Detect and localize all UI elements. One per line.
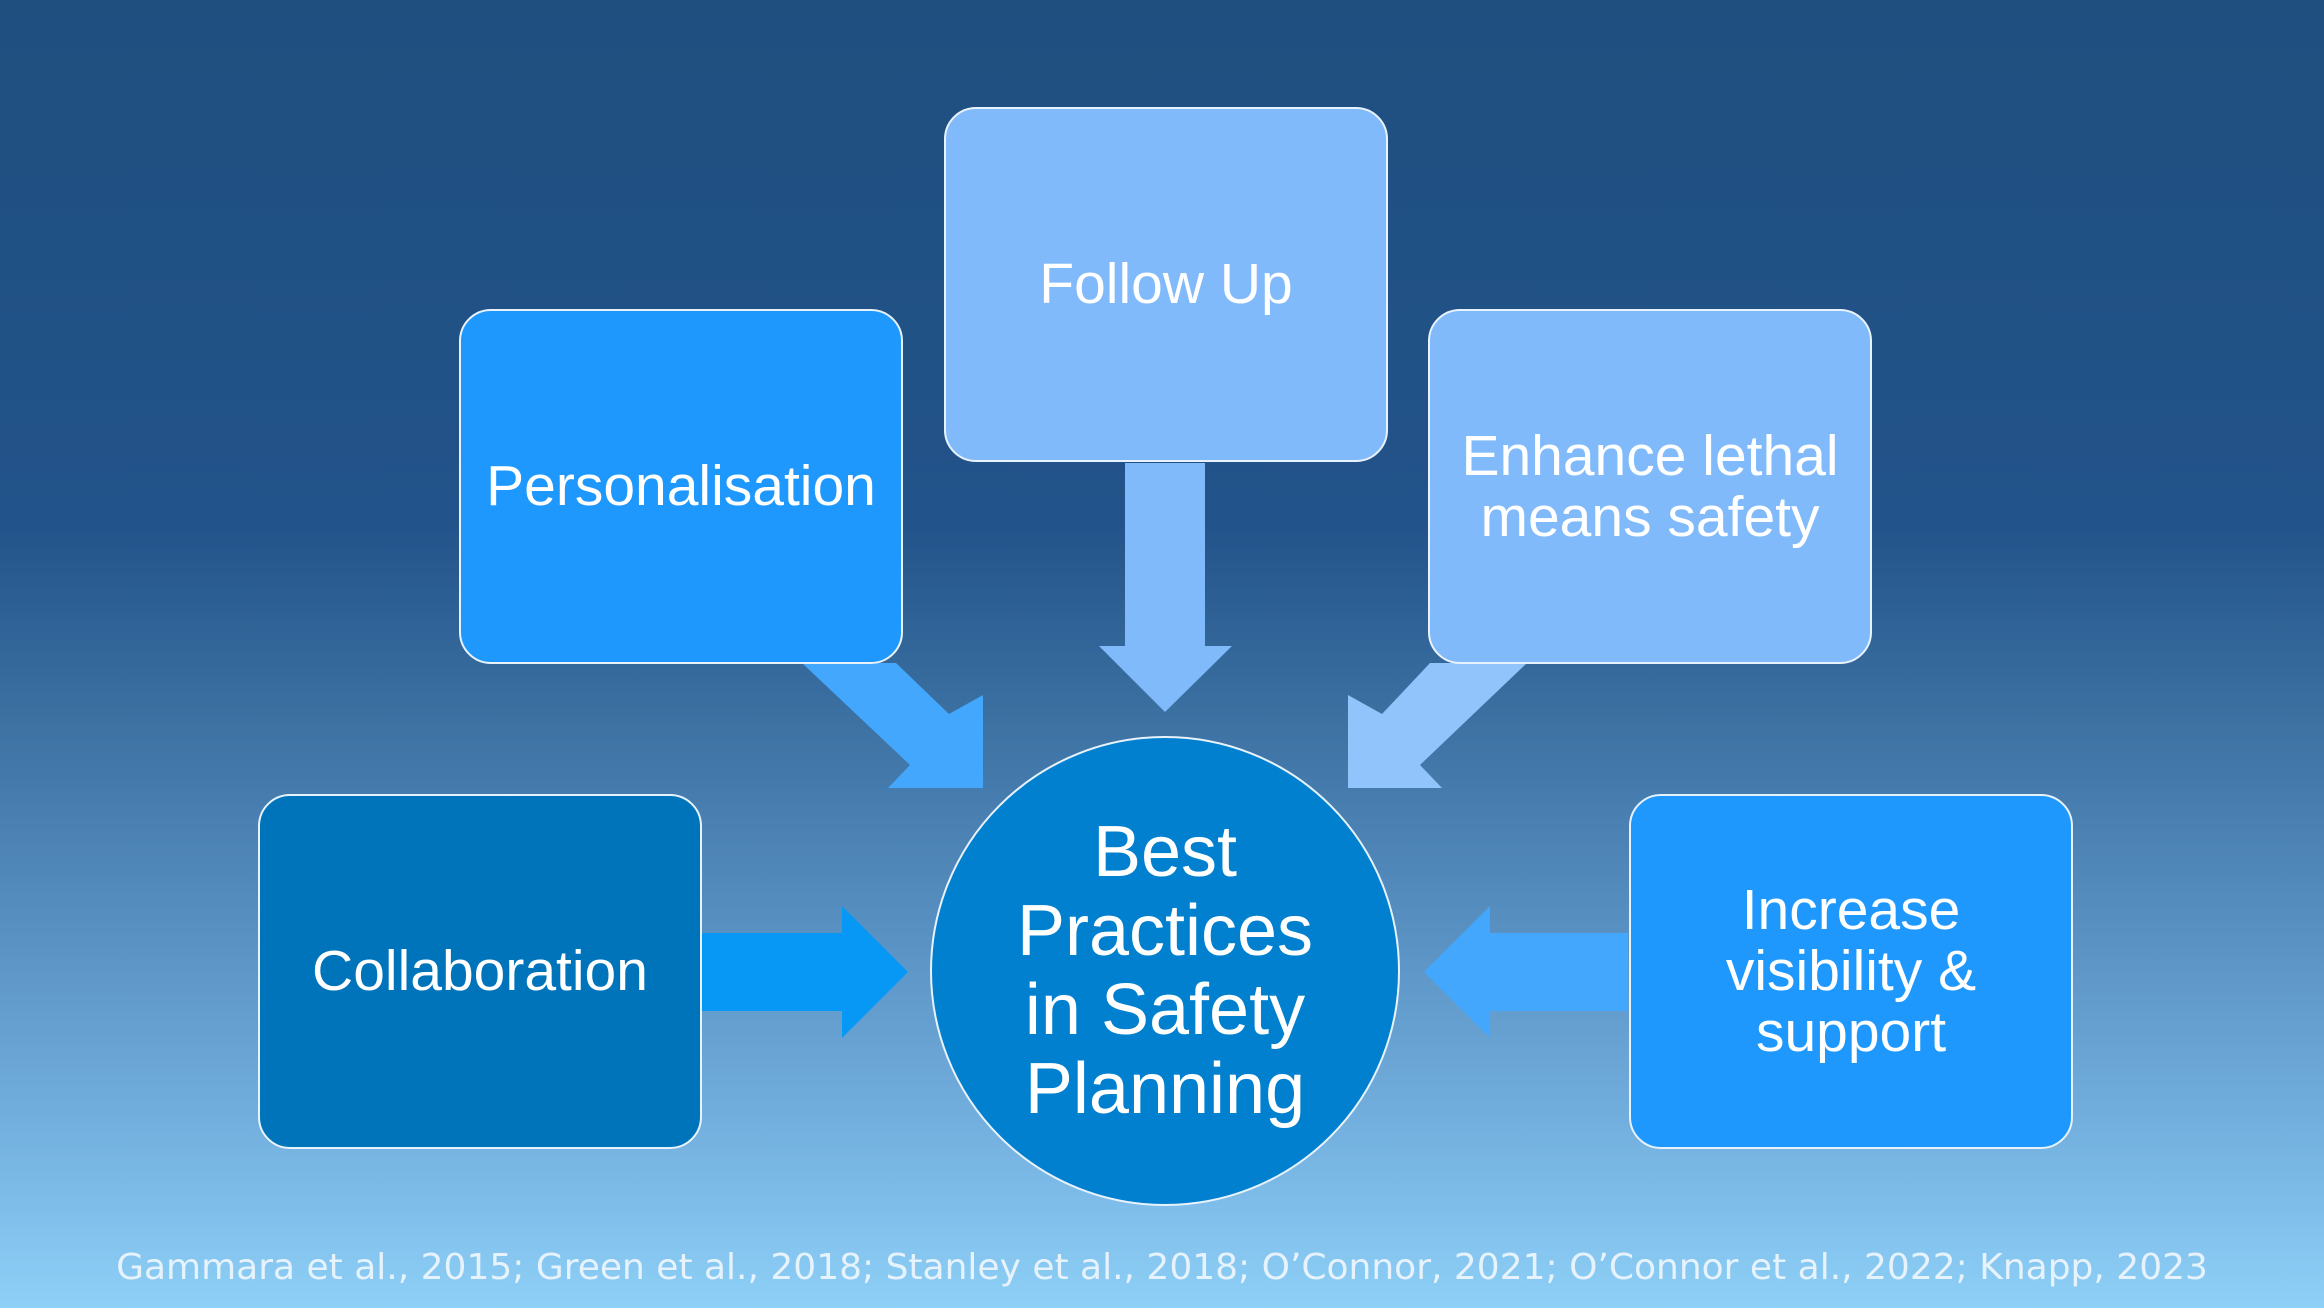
arrow-visibility [1424, 906, 1628, 1038]
arrow-follow-up [1099, 463, 1232, 712]
node-enhance-lethal-means-safety: Enhance lethal means safety [1428, 309, 1872, 664]
citation-footer: Gammara et al., 2015; Green et al., 2018… [116, 1247, 2208, 1288]
node-collaboration: Collaboration [258, 794, 702, 1149]
node-increase-visibility-support: Increase visibility & support [1629, 794, 2073, 1149]
node-personalisation: Personalisation [459, 309, 903, 664]
center-best-practices: Best Practices in Safety Planning [930, 736, 1400, 1206]
arrow-collaboration [702, 906, 908, 1038]
node-follow-up: Follow Up [944, 107, 1388, 462]
arrow-lethal-means [1348, 663, 1527, 788]
arrow-personalisation [800, 663, 983, 788]
